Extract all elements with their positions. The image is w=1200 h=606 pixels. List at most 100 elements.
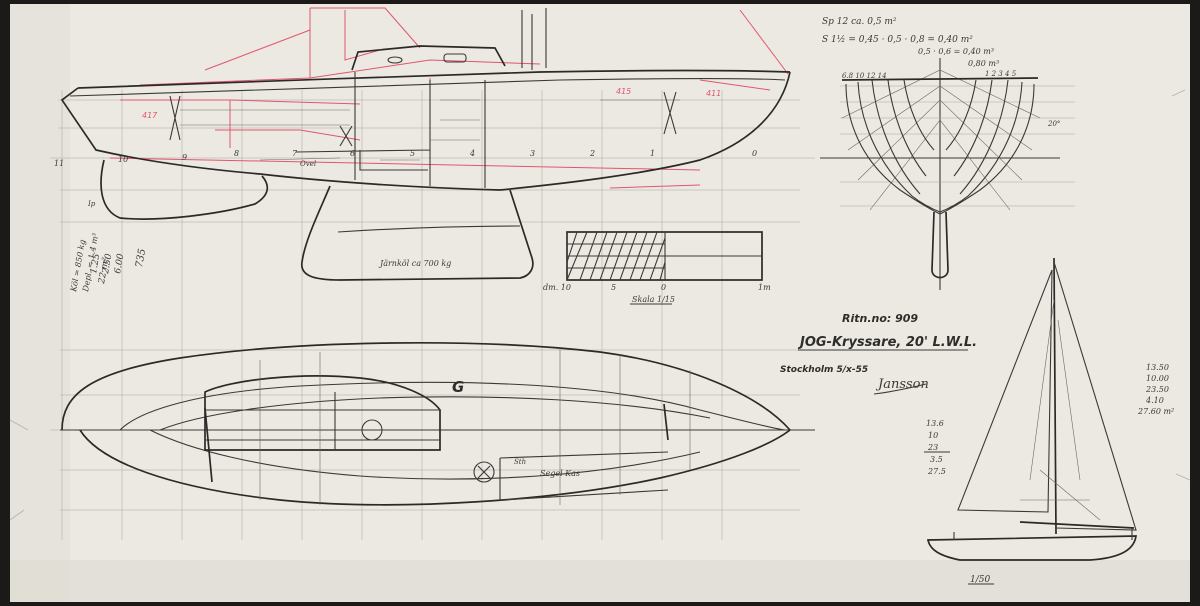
top-right-note: 0,80 m³ <box>968 59 999 68</box>
cabin-window <box>443 53 467 63</box>
scale-bar-tick-label: dm. 10 <box>543 283 571 292</box>
plan-chainplates <box>204 403 669 483</box>
station-number: 9 <box>182 153 187 162</box>
scale-bar-tick-label: 1m <box>758 283 771 292</box>
hull-stern-overhang <box>60 87 261 175</box>
hull-sheerline <box>77 69 791 89</box>
sail-plan: 1/50 <box>926 257 1137 585</box>
station-number: 1 <box>650 149 655 158</box>
station-number: 11 <box>54 159 64 168</box>
keel-note: Järnköl ca 700 kg <box>378 259 451 268</box>
station-number: 3 <box>530 149 535 158</box>
plan-cabin-trunk <box>204 375 441 451</box>
paper-tear-marks <box>9 89 1191 521</box>
scale-bar-caption: Skala 1/15 <box>632 295 675 304</box>
top-right-note: Sp 12 ca. 0,5 m² <box>822 17 897 27</box>
body-plan-label: 1 2 3 4 5 <box>985 70 1017 78</box>
paper-background <box>10 4 1190 602</box>
sail-locker-note: Segel Kas <box>540 469 580 478</box>
plan-cockpit <box>205 392 440 450</box>
signature: Jansson <box>875 377 929 392</box>
station-number: 6 <box>350 149 355 158</box>
signature-flourish <box>873 383 927 395</box>
station-number: 0 <box>752 149 757 158</box>
plan-hatch-circle <box>361 419 383 441</box>
mid-right-note: 27.5 <box>927 467 946 476</box>
hull-deckline <box>69 77 786 97</box>
profile-view: 11 10 9 8 7 6 5 4 3 2 1 0 417 415 411 Ov… <box>54 7 791 281</box>
hull-bottom <box>259 173 501 191</box>
body-plan-label: 20° <box>1047 120 1060 128</box>
paper-shadow-left <box>10 4 70 602</box>
top-right-note: 0,5 · 0,6 = 0,40 m³ <box>918 47 994 56</box>
far-right-note: 27.60 m² <box>1137 407 1174 416</box>
scale-bar-tick-label: 0 <box>661 283 666 292</box>
mid-right-note: 23 <box>927 443 938 452</box>
station-number: 4 <box>469 149 475 158</box>
rig-stanchions <box>953 528 1133 540</box>
station-number: 5 <box>410 149 415 158</box>
rig-jib <box>957 269 1053 513</box>
plan-letter-g: G <box>452 378 464 396</box>
plan-sail-locker <box>499 451 669 501</box>
rig-mast <box>1053 257 1057 535</box>
rig-scale-note: 1/50 <box>970 575 990 585</box>
body-plan: 6.8 10 12 14 1 2 3 4 5 20° <box>820 58 1075 290</box>
mast-stub <box>521 8 547 70</box>
plan-bolt-note: Sth <box>514 458 526 466</box>
profile-note: Ovel <box>300 160 316 168</box>
drawing-title: JOG-Kryssare, 20' L.W.L. <box>797 335 977 350</box>
left-note: 735 <box>134 248 148 269</box>
body-plan-sheer <box>841 77 1039 81</box>
margin-notes: 735 6.00 2.50 1.25 22 m² Depl. = 1.4 m³ … <box>69 17 1174 476</box>
left-note: 1.25 <box>89 253 102 275</box>
drawing-number: Ritn.no: 909 <box>842 312 918 325</box>
body-plan-diagonals <box>841 69 1041 211</box>
red-label: 411 <box>706 89 721 98</box>
place-date: Stockholm 5/x-55 <box>780 365 868 375</box>
station-number: 8 <box>234 149 239 158</box>
mid-right-note: 10 <box>928 431 938 440</box>
keel-ballast-line <box>337 225 521 233</box>
profile-interior <box>180 99 680 161</box>
station-number: 7 <box>292 149 298 158</box>
far-right-note: 13.50 <box>1146 363 1169 372</box>
plan-deck-outline-upper <box>61 341 791 431</box>
rig-inner-lines <box>1020 299 1101 521</box>
hull-bow <box>499 71 791 191</box>
plan-winch <box>473 461 495 483</box>
rig-boom <box>1019 521 1135 529</box>
rig-mainsail <box>1053 261 1137 531</box>
red-label: 417 <box>142 111 158 120</box>
far-right-note: 4.10 <box>1145 396 1164 405</box>
mid-right-note: 3.5 <box>930 455 943 464</box>
cabin-bulkheads <box>295 72 486 188</box>
red-label: 415 <box>616 87 631 96</box>
plan-frames <box>259 348 691 505</box>
plan-winch-cross <box>477 465 491 479</box>
construction-grid <box>50 90 815 540</box>
plan-view: G Segel Kas Sth <box>60 341 815 506</box>
left-note: 6.00 <box>113 253 126 275</box>
far-right-note: 23.50 <box>1145 385 1169 394</box>
scale-bar: dm. 10 5 0 1m Skala 1/15 <box>543 231 771 305</box>
paper-shadow-bottom <box>10 560 1190 602</box>
keel <box>301 185 534 281</box>
far-right-note: 10.00 <box>1146 374 1169 383</box>
station-crosses <box>169 91 677 147</box>
top-right-note: S 1½ = 0,45 · 0,5 · 0,8 = 0,40 m² <box>822 34 973 45</box>
body-plan-label: 6.8 10 12 14 <box>842 72 887 80</box>
station-number: 2 <box>589 149 595 158</box>
left-note: 22 m² <box>97 256 112 285</box>
body-plan-keel <box>931 211 949 279</box>
profile-note: Ip <box>87 200 96 208</box>
title-block: Ritn.no: 909 JOG-Kryssare, 20' L.W.L. St… <box>780 312 977 395</box>
scale-bar-tick-label: 5 <box>611 283 616 292</box>
rig-hull <box>926 535 1137 561</box>
left-note: 2.50 <box>101 253 115 276</box>
plan-waterlines <box>119 381 786 480</box>
plan-deck-outline-lower <box>79 429 791 506</box>
scale-bar-hatching <box>566 231 762 281</box>
cabin-port <box>387 56 403 64</box>
